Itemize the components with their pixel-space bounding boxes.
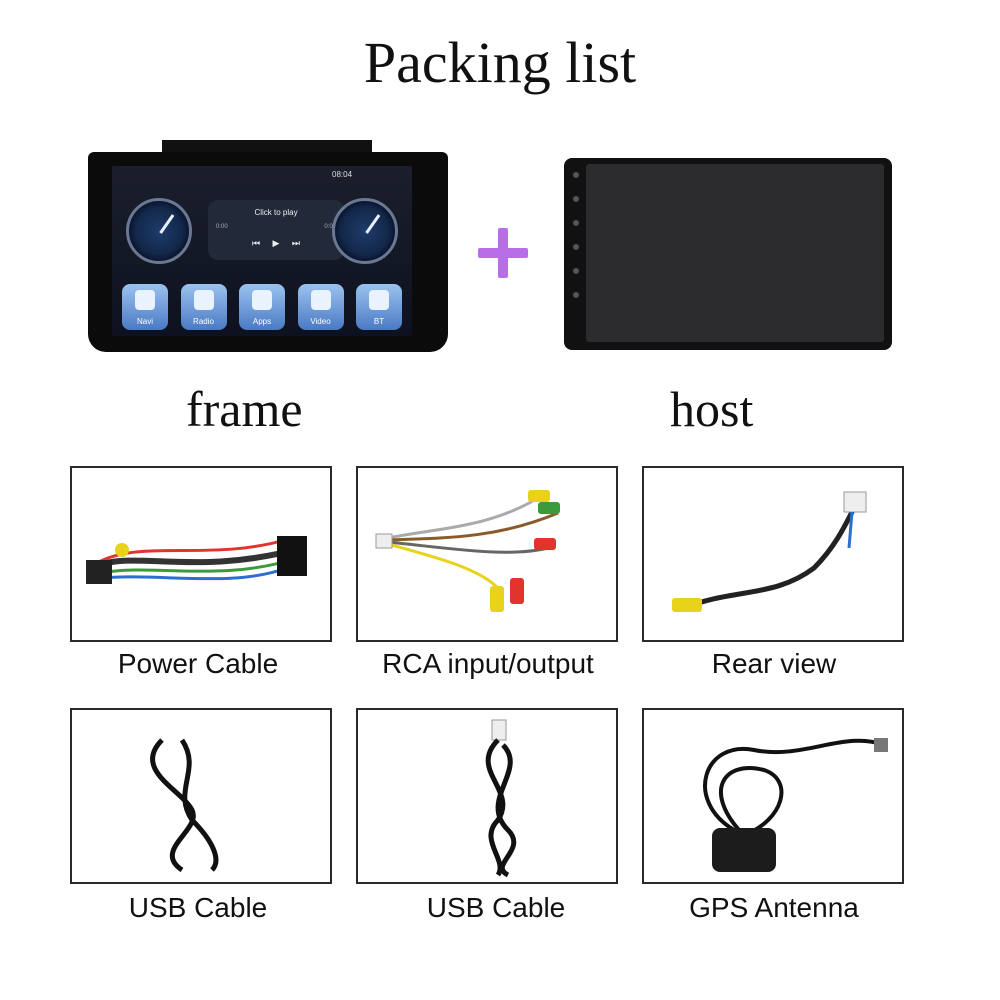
video-icon: [310, 290, 331, 310]
item-caption: GPS Antenna: [689, 892, 859, 923]
host-screen: [586, 164, 884, 342]
media-times: 0:00 0:00: [216, 224, 336, 230]
gps-antenna-image: [642, 708, 904, 884]
next-icon[interactable]: ⏭: [291, 238, 300, 248]
item-caption: RCA input/output: [382, 648, 594, 679]
media-time-start: 0:00: [216, 224, 228, 230]
app-radio[interactable]: Radio: [180, 284, 227, 330]
app-label: BT: [373, 317, 385, 326]
page-title: Packing list: [363, 30, 637, 95]
app-bt[interactable]: BT: [356, 284, 402, 330]
radio-icon: [193, 290, 214, 310]
usb-cable-image: [70, 708, 332, 884]
frame-device-image: 08:04 Click to play 0:00 0:00 ⏮ ▶ ⏭ Navi…: [88, 140, 448, 364]
item-caption: Power Cable: [117, 648, 279, 679]
play-icon[interactable]: ▶: [272, 238, 280, 248]
apps-grid-icon: [252, 290, 272, 310]
frame-label: frame: [186, 381, 303, 437]
media-controls: ⏮ ▶ ⏭: [252, 238, 300, 249]
app-label: Apps: [252, 317, 272, 326]
status-bar: 08:04: [112, 166, 412, 182]
media-time-end: 0:00: [324, 224, 336, 230]
rpm-gauge-icon: [332, 198, 398, 264]
media-player-widget[interactable]: Click to play 0:00 0:00 ⏮ ▶ ⏭: [208, 200, 344, 260]
host-label: host: [670, 381, 754, 437]
navigation-icon: [135, 290, 155, 310]
app-apps[interactable]: Apps: [239, 284, 285, 330]
app-label: Radio: [193, 317, 214, 326]
plus-icon: [478, 228, 528, 278]
app-navi[interactable]: Navi: [122, 284, 168, 330]
status-time: 08:04: [332, 170, 353, 179]
frame-screen: 08:04 Click to play 0:00 0:00 ⏮ ▶ ⏭ Navi…: [112, 166, 412, 336]
bluetooth-icon: [369, 290, 389, 310]
frame-body: 08:04 Click to play 0:00 0:00 ⏮ ▶ ⏭ Navi…: [88, 152, 448, 352]
media-title: Click to play: [254, 208, 298, 217]
rca-cable-image: [356, 466, 618, 642]
speed-gauge-icon: [126, 198, 192, 264]
app-label: Navi: [136, 317, 153, 326]
previous-icon[interactable]: ⏮: [252, 238, 261, 248]
app-row: Navi Radio Apps Video BT: [122, 284, 402, 330]
rear-view-cable-image: [642, 466, 904, 642]
app-label: Video: [310, 317, 331, 326]
item-caption: USB Cable: [426, 892, 566, 923]
power-cable-image: [70, 466, 332, 642]
item-caption: Rear view: [711, 648, 837, 679]
host-device-image: [564, 158, 892, 350]
app-video[interactable]: Video: [297, 284, 344, 330]
item-caption: USB Cable: [128, 892, 268, 923]
host-side-buttons: [570, 172, 582, 316]
usb-cable-image-2: [356, 708, 618, 884]
